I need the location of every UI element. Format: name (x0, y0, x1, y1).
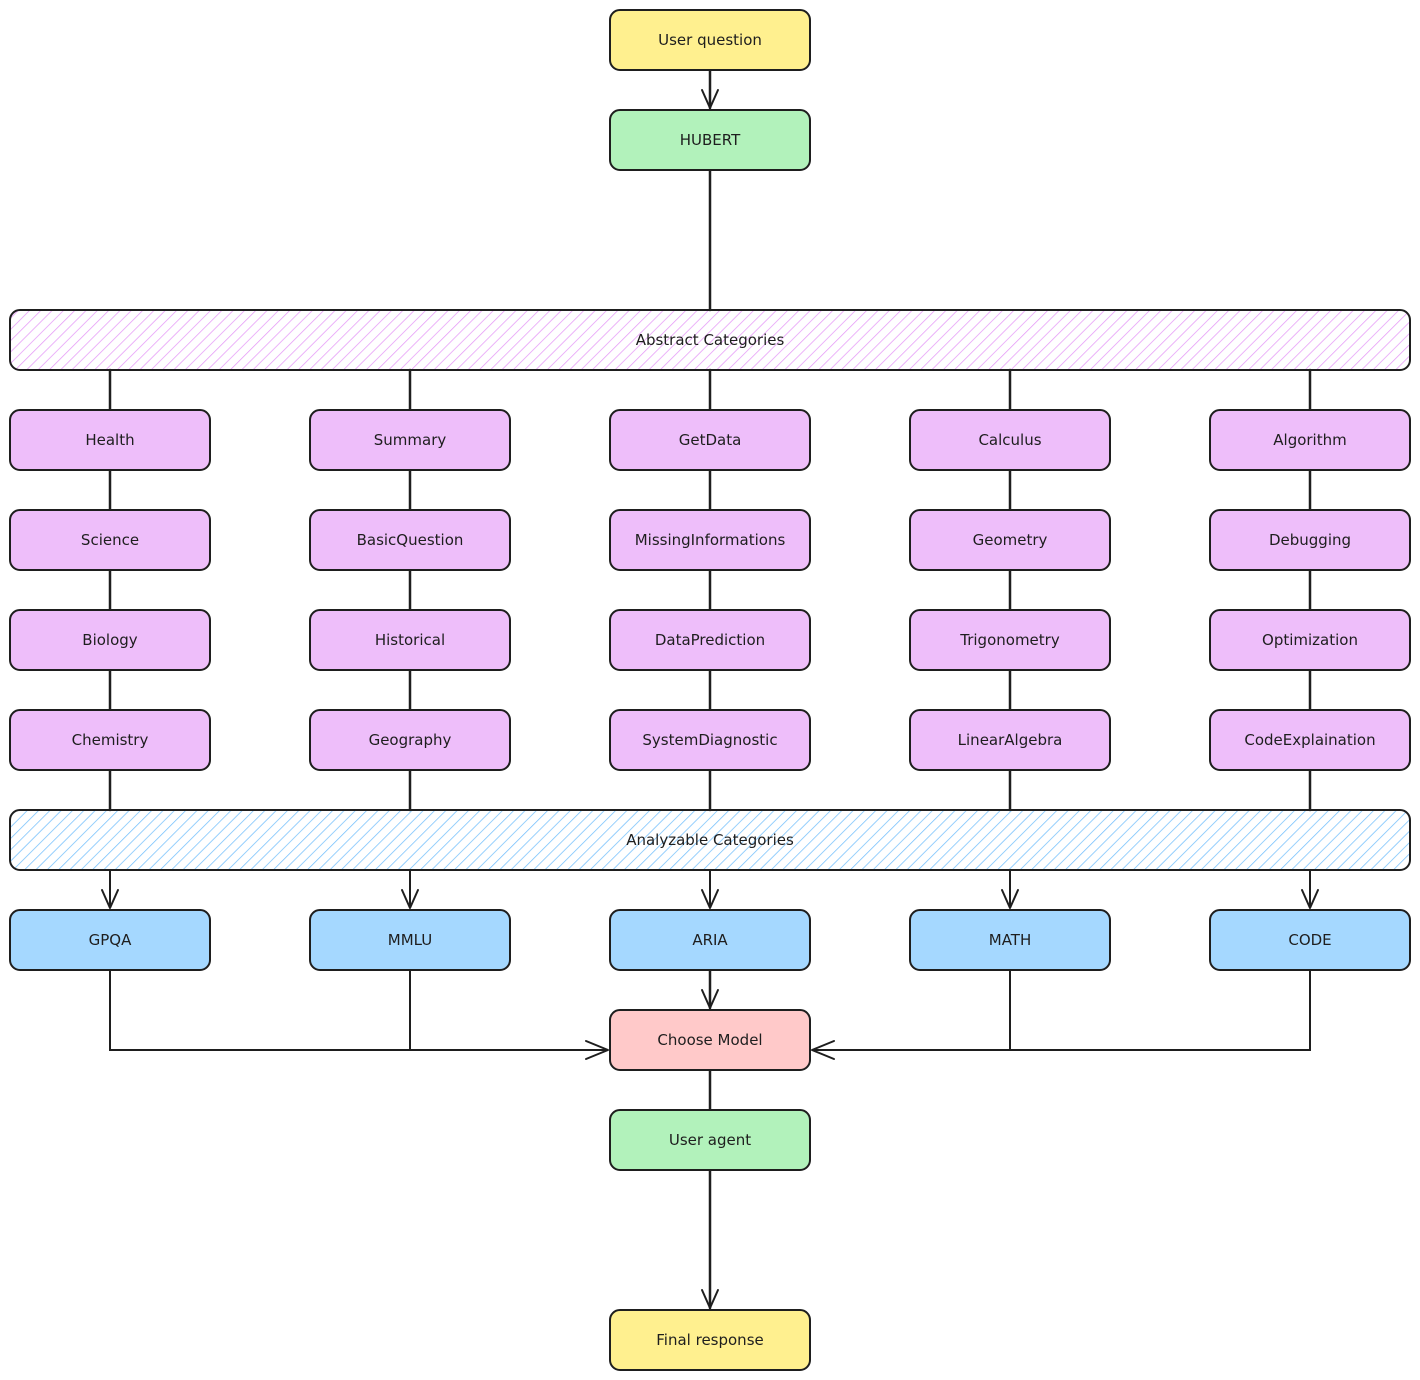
final-response-node: Final response (609, 1309, 811, 1371)
category-node: Health (9, 409, 211, 471)
category-node: Biology (9, 609, 211, 671)
edge-gpqa-to-choose (109, 970, 608, 1051)
category-node: Trigonometry (909, 609, 1111, 671)
category-label: Algorithm (1273, 431, 1346, 449)
analyzable-categories-label: Analyzable Categories (626, 831, 794, 849)
category-node: DataPrediction (609, 609, 811, 671)
category-label: SystemDiagnostic (642, 731, 777, 749)
category-label: GetData (679, 431, 742, 449)
user-agent-node: User agent (609, 1109, 811, 1171)
category-node: SystemDiagnostic (609, 709, 811, 771)
category-node: CodeExplaination (1209, 709, 1411, 771)
benchmark-label: CODE (1288, 931, 1331, 949)
category-node: Geography (309, 709, 511, 771)
category-label: Calculus (978, 431, 1041, 449)
arrowhead-bench-0 (101, 889, 119, 909)
choose-model-label: Choose Model (657, 1031, 762, 1049)
final-response-label: Final response (656, 1331, 763, 1349)
category-label: DataPrediction (655, 631, 765, 649)
hubert-label: HUBERT (680, 131, 741, 149)
benchmark-label: MMLU (388, 931, 432, 949)
category-node: GetData (609, 409, 811, 471)
arrowhead-bench-1 (401, 889, 419, 909)
category-label: Trigonometry (959, 631, 1060, 649)
category-label: Science (81, 531, 139, 549)
abstract-categories-label: Abstract Categories (636, 331, 785, 349)
category-node: LinearAlgebra (909, 709, 1111, 771)
category-label: Optimization (1262, 631, 1358, 649)
category-node: Optimization (1209, 609, 1411, 671)
category-label: Biology (82, 631, 138, 649)
category-node: Science (9, 509, 211, 571)
category-node: BasicQuestion (309, 509, 511, 571)
benchmark-label: MATH (989, 931, 1031, 949)
benchmark-row: GPQA MMLU ARIA MATH CODE (9, 909, 1411, 971)
user-question-node: User question (609, 9, 811, 71)
category-node: Geometry (909, 509, 1111, 571)
arrowhead-bench-3 (1001, 889, 1019, 909)
connectors (109, 68, 1311, 1310)
category-label: Chemistry (72, 731, 149, 749)
category-label: Historical (375, 631, 445, 649)
benchmark-label: GPQA (89, 931, 132, 949)
category-label: Health (85, 431, 134, 449)
benchmark-node: MMLU (309, 909, 511, 971)
category-label: Geography (369, 731, 452, 749)
category-node: Summary (309, 409, 511, 471)
analyzable-categories-bar: Analyzable Categories (9, 809, 1411, 871)
benchmark-node: GPQA (9, 909, 211, 971)
arrowhead-final (701, 1289, 719, 1309)
arrowhead-choose-left (585, 1040, 609, 1060)
arrowhead-choose (701, 989, 719, 1009)
user-question-label: User question (658, 31, 762, 49)
arrowhead-bench-4 (1301, 889, 1319, 909)
arrowhead-choose-right (811, 1040, 835, 1060)
edge-code-to-choose (812, 970, 1311, 1051)
benchmark-node: CODE (1209, 909, 1411, 971)
benchmark-node: MATH (909, 909, 1111, 971)
arrowhead-hubert (701, 89, 719, 109)
category-label: Summary (374, 431, 447, 449)
category-label: LinearAlgebra (958, 731, 1063, 749)
category-label: Debugging (1269, 531, 1351, 549)
category-node: MissingInformations (609, 509, 811, 571)
category-label: CodeExplaination (1244, 731, 1375, 749)
arrowhead-bench-2 (701, 889, 719, 909)
category-node: Chemistry (9, 709, 211, 771)
category-node: Historical (309, 609, 511, 671)
choose-model-node: Choose Model (609, 1009, 811, 1071)
category-label: BasicQuestion (357, 531, 464, 549)
user-agent-label: User agent (669, 1131, 751, 1149)
column-connectors (101, 368, 1319, 909)
benchmark-label: ARIA (692, 931, 728, 949)
category-node: Algorithm (1209, 409, 1411, 471)
category-label: Geometry (973, 531, 1048, 549)
category-node: Debugging (1209, 509, 1411, 571)
category-label: MissingInformations (635, 531, 786, 549)
benchmark-node: ARIA (609, 909, 811, 971)
category-node: Calculus (909, 409, 1111, 471)
hubert-node: HUBERT (609, 109, 811, 171)
abstract-categories-bar: Abstract Categories (9, 309, 1411, 371)
